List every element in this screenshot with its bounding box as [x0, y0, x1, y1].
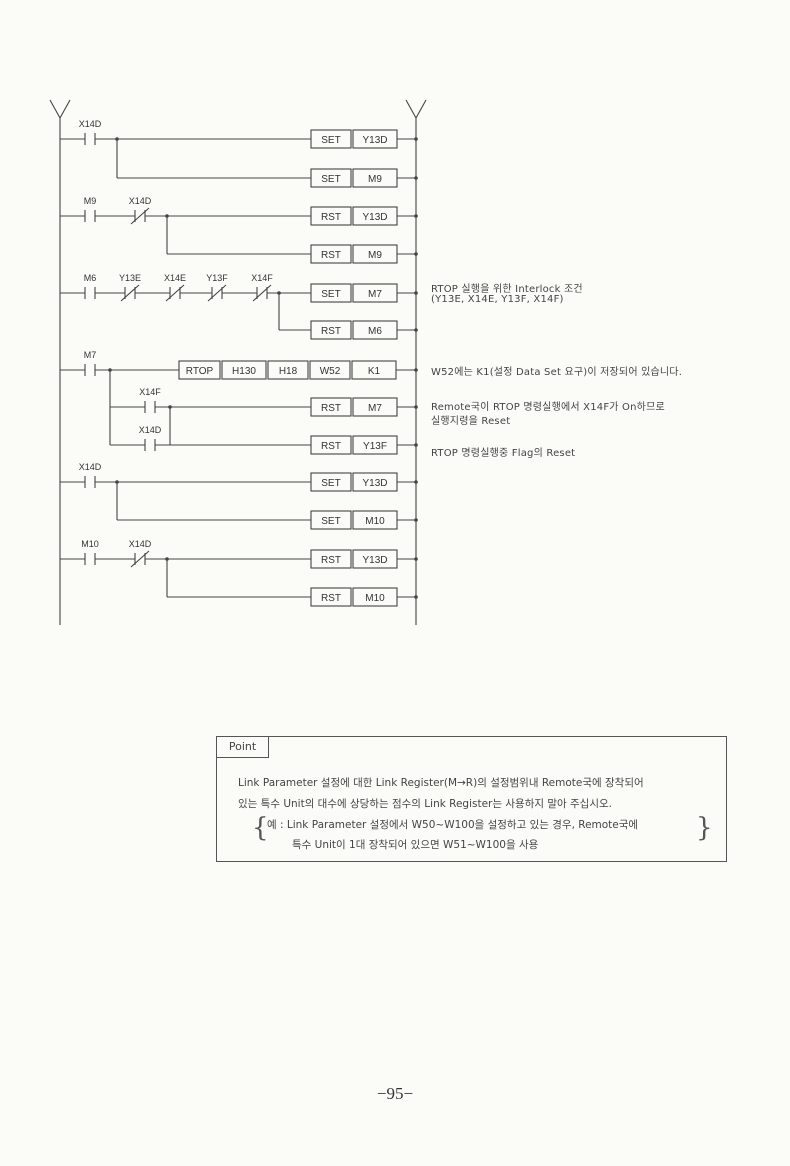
page-number: −95−: [376, 1084, 414, 1103]
rung-4-rtop-5: K1: [368, 366, 381, 377]
point-line-2: 있는 특수 Unit의 대수에 상당하는 점수의 Link Register는 …: [238, 798, 612, 810]
rung-2-output-2-cmd-box: [310, 244, 352, 264]
rung-3-output-2-cmd-box: [310, 320, 352, 340]
rung-3-contact-2-label: Y13E: [119, 273, 141, 283]
rung-4-rtop-box-3: [267, 360, 309, 380]
rung-6-output-2-node: [414, 595, 418, 599]
point-line-1: Link Parameter 설정에 대한 Link Register(M→R)…: [238, 777, 644, 789]
rung-3-contact-1-label: M6: [84, 273, 97, 283]
rung-2-output-1-node: [414, 214, 418, 218]
rung-6-output-1-cmd: RST: [321, 555, 341, 566]
rung-1-output-1-dev: Y13D: [362, 135, 387, 146]
rung-4-rtop-1: RTOP: [186, 366, 214, 377]
rung-6-output-1-dev: Y13D: [362, 555, 387, 566]
rung-6-contact-2-slash: [130, 550, 150, 568]
rung-5-output-1-cmd: SET: [321, 478, 340, 489]
remote-note: Remote국이 RTOP 명령실행에서 X14F가 On하므로: [431, 402, 665, 413]
rung-5-output-2-dev: M10: [365, 516, 385, 527]
rung-5-output-1-dev: Y13D: [362, 478, 387, 489]
rung-6-output-1-node: [414, 557, 418, 561]
rung-3-output-2-node: [414, 328, 418, 332]
rung-4-output-1-cmd: RST: [321, 403, 341, 414]
rung-1-output-2-cmd: SET: [321, 174, 340, 185]
rung-6-contact-1-label: M10: [81, 539, 99, 549]
rung-4-output-2-dev: Y13F: [363, 441, 387, 452]
interlock-devices-note: (Y13E, X14E, Y13F, X14F): [431, 294, 564, 305]
rung-4-node: [414, 368, 418, 372]
rung-1-output-1-cmd: SET: [321, 135, 340, 146]
rung-1-output-2-dev: M9: [368, 174, 382, 185]
rung-3-contact-3-label: X14E: [164, 273, 186, 283]
rung-2-contact-1-label: M9: [84, 196, 97, 206]
rung-4-branch-contact-1-label: X14F: [139, 387, 161, 397]
point-example-2: 특수 Unit이 1대 장착되어 있으면 W51~W100을 사용: [292, 839, 539, 851]
point-title: Point: [216, 736, 269, 758]
rung-4-rtop-4: W52: [320, 366, 341, 377]
rung-2-output-2-node: [414, 252, 418, 256]
rung-6-output-2-cmd-box: [310, 587, 352, 607]
rung-4-rtop-box-2: [221, 360, 267, 380]
rung-3-contact-4-label: Y13F: [206, 273, 228, 283]
rung-4-rtop-box-1: [178, 360, 221, 380]
rung-3-output-1-node: [414, 291, 418, 295]
rung-4-rtop-box-4: [309, 360, 351, 380]
rung-2-output-1-dev: Y13D: [362, 212, 387, 223]
rung-4-output-1-node: [414, 405, 418, 409]
rung-2-contact-2-slash: [130, 207, 150, 225]
right-brace: }: [696, 813, 713, 843]
rung-6-contact-2-label: X14D: [129, 539, 152, 549]
rung-3-output-1-cmd: SET: [321, 289, 340, 300]
rung-5-output-2-node: [414, 518, 418, 522]
rung-4-output-2-node: [414, 443, 418, 447]
rung-4-output-2-cmd-box: [310, 435, 352, 455]
rung-4-output-1-cmd-box: [310, 397, 352, 417]
rung-1-output-2-node: [414, 176, 418, 180]
interlock-note: RTOP 실행을 위한 Interlock 조건: [431, 284, 583, 295]
rung-3-output-2-cmd: RST: [321, 326, 341, 337]
rung-5-output-1-node: [414, 480, 418, 484]
point-example-1: 예 : Link Parameter 설정에서 W50~W100을 설정하고 있…: [267, 819, 639, 831]
rung-1-output-1-cmd-box: [310, 129, 352, 149]
rung-6-output-2-cmd: RST: [321, 593, 341, 604]
rung-2-output-2-cmd: RST: [321, 250, 341, 261]
rung-3-contact-4-slash: [207, 284, 227, 302]
rung-3-output-1-dev: M7: [368, 289, 382, 300]
rung-2-output-1-cmd-box: [310, 206, 352, 226]
rung-5-output-2-cmd-box: [310, 510, 352, 530]
rung-4-rtop-3: H18: [279, 366, 298, 377]
right-rail-top: [405, 99, 417, 119]
right-rail-top: [415, 99, 427, 119]
rung-5-contact-1-label: X14D: [79, 462, 102, 472]
rung-6-output-2-dev: M10: [365, 593, 385, 604]
left-brace: {: [252, 813, 269, 843]
point-box: Point Link Parameter 설정에 대한 Link Registe…: [216, 736, 727, 862]
rung-1-output-2-cmd-box: [310, 168, 352, 188]
rung-3-contact-2-slash: [120, 284, 140, 302]
w52-note: W52에는 K1(설정 Data Set 요구)이 저장되어 있습니다.: [431, 367, 683, 378]
rung-4-rtop-2: H130: [232, 366, 256, 377]
rung-3-contact-5-slash: [252, 284, 272, 302]
left-rail-top: [49, 99, 61, 119]
remote-note-2: 실행지령을 Reset: [431, 416, 511, 427]
left-rail-top: [59, 99, 71, 119]
rung-1-output-1-node: [414, 137, 418, 141]
rung-3-output-1-cmd-box: [310, 283, 352, 303]
rung-2-output-1-cmd: RST: [321, 212, 341, 223]
rung-5-output-2-cmd: SET: [321, 516, 340, 527]
rung-4-junction: [168, 405, 172, 409]
rung-2-contact-2-label: X14D: [129, 196, 152, 206]
rung-6-output-1-cmd-box: [310, 549, 352, 569]
rung-4-branch-contact-2-label: X14D: [139, 425, 162, 435]
rung-3-contact-5-label: X14F: [251, 273, 273, 283]
rung-3-contact-3-slash: [165, 284, 185, 302]
rung-4-output-1-dev: M7: [368, 403, 382, 414]
rung-3-output-2-dev: M6: [368, 326, 382, 337]
flag-note: RTOP 명령실행중 Flag의 Reset: [431, 448, 576, 459]
rung-4-contact-1-label: M7: [84, 350, 97, 360]
rung-4-output-2-cmd: RST: [321, 441, 341, 452]
rung-2-output-2-dev: M9: [368, 250, 382, 261]
rung-1-contact-1-label: X14D: [79, 119, 102, 129]
rung-5-output-1-cmd-box: [310, 472, 352, 492]
